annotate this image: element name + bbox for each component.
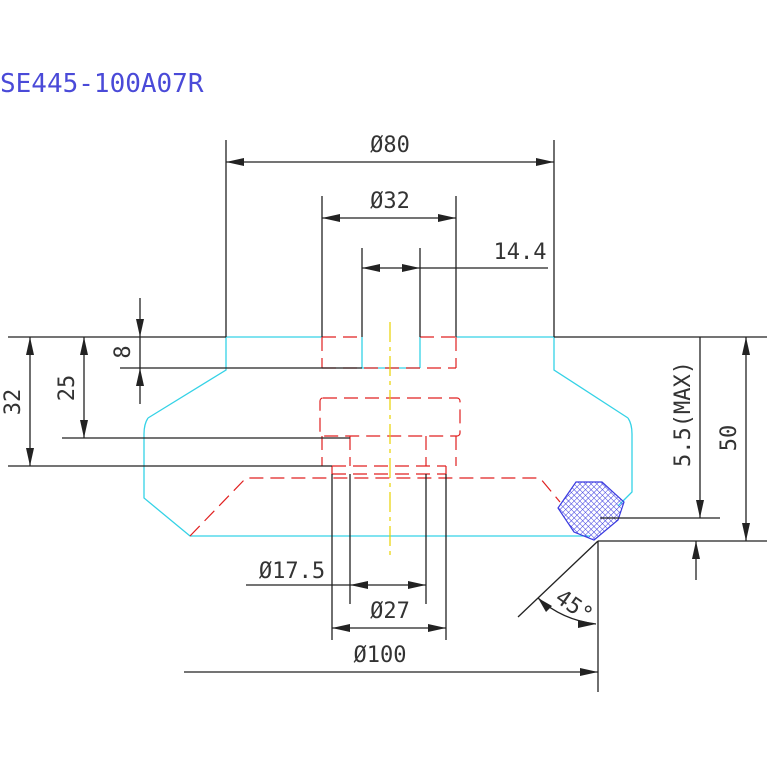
label-d17-5: Ø17.5 bbox=[259, 559, 325, 584]
label-d27: Ø27 bbox=[370, 599, 410, 624]
label-50: 50 bbox=[717, 425, 742, 452]
label-5-5-max: 5.5(MAX) bbox=[671, 361, 696, 467]
dimension-labels: Ø80 Ø32 14.4 8 25 32 5.5(MAX) 50 Ø17.5 Ø… bbox=[1, 133, 742, 668]
label-8: 8 bbox=[111, 345, 136, 358]
label-25: 25 bbox=[55, 375, 80, 402]
label-14-4: 14.4 bbox=[494, 240, 547, 265]
seal-lip-hatch bbox=[557, 481, 625, 541]
part-outline bbox=[143, 336, 633, 537]
label-d100: Ø100 bbox=[354, 643, 407, 668]
drawing-title: SE445-100A07R bbox=[0, 69, 204, 99]
label-45-deg: 45° bbox=[550, 585, 597, 628]
label-d80: Ø80 bbox=[370, 133, 410, 158]
hidden-lines bbox=[189, 336, 561, 537]
label-32: 32 bbox=[1, 389, 26, 416]
label-d32: Ø32 bbox=[370, 189, 410, 214]
dimension-lines bbox=[8, 140, 767, 692]
